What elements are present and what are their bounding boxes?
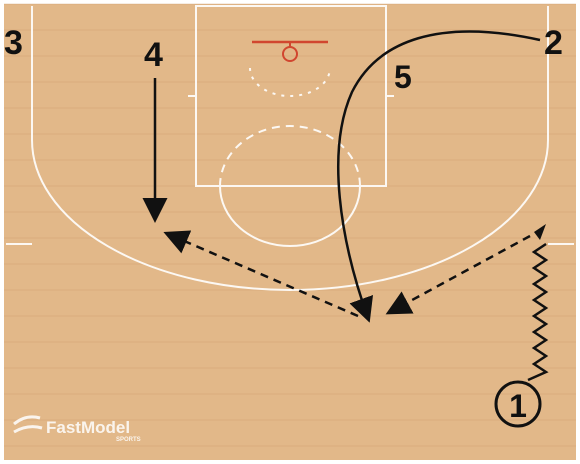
player-4-label: 4: [144, 36, 163, 74]
fastmodel-swoosh-icon: [13, 415, 43, 434]
court-floor: [4, 4, 576, 460]
player-1-circle: [494, 380, 542, 428]
player-1-label: 1: [509, 388, 527, 424]
watermark-sub: SPORTS: [116, 437, 141, 443]
player-5-label: 5: [394, 59, 412, 95]
watermark: FastModel SPORTS: [13, 415, 141, 443]
player-1-marker: 1: [494, 380, 542, 428]
pass-arrow-1: [385, 234, 531, 315]
basket: [252, 40, 328, 62]
pass-arrow-2: [163, 230, 359, 318]
player-2-label: 2: [544, 24, 563, 62]
three-point-line: [31, 6, 549, 291]
dribble-line-1: [527, 242, 549, 382]
player-3-label: 3: [4, 24, 23, 62]
rim: [282, 46, 298, 62]
free-throw-circle-top: [219, 125, 361, 187]
court-lines: [6, 5, 574, 291]
action-lines: [142, 30, 549, 382]
free-throw-circle-bottom: [219, 185, 361, 247]
dribble-arrowhead: [534, 224, 546, 240]
cut-arrow-2: [337, 30, 541, 323]
watermark-brand: FastModel: [46, 418, 130, 437]
